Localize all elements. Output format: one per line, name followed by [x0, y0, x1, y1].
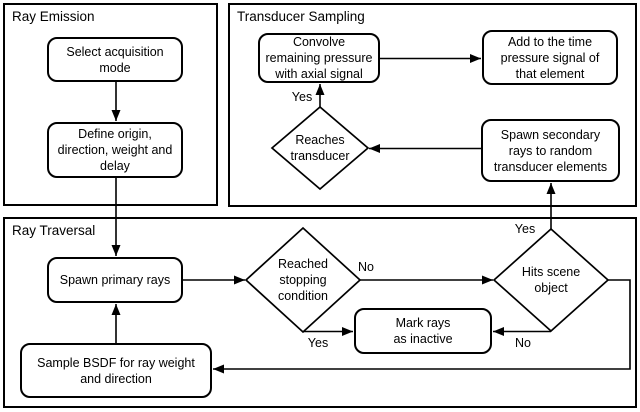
- edge-label-stopping-no: No: [358, 260, 374, 274]
- node-add-time-pressure-signal: Add to the time pressure signal of that …: [482, 30, 618, 85]
- decision-reaches-transducer-shape: [270, 105, 370, 191]
- decision-reaches-transducer-label: Reaches transducer: [290, 133, 350, 163]
- node-mark-rays-inactive: Mark rays as inactive: [354, 308, 492, 354]
- edge-label-hits-yes: Yes: [514, 222, 536, 236]
- edge-label-stopping-yes: Yes: [307, 336, 329, 350]
- panel-ray-traversal: Ray Traversal: [3, 217, 637, 408]
- node-spawn-secondary-rays: Spawn secondary rays to random transduce…: [481, 119, 620, 182]
- node-select-acquisition-mode: Select acquisition mode: [47, 37, 183, 82]
- panel-transducer-sampling-title: Transducer Sampling: [237, 9, 365, 24]
- decision-hits-scene-label: Hits scene object: [521, 265, 581, 295]
- panel-ray-traversal-title: Ray Traversal: [12, 223, 96, 238]
- decision-reached-stopping-label: Reached stopping condition: [277, 257, 329, 303]
- decision-reached-stopping-shape: [244, 226, 362, 334]
- panel-transducer-sampling: Transducer Sampling: [228, 3, 637, 207]
- panel-ray-emission-title: Ray Emission: [12, 9, 95, 24]
- node-define-origin: Define origin, direction, weight and del…: [47, 122, 183, 178]
- node-convolve-pressure: Convolve remaining pressure with axial s…: [258, 33, 380, 83]
- edge-hits-to-sample-bsdf: [213, 279, 631, 374]
- decision-hits-scene-shape: [492, 227, 610, 333]
- panel-ray-emission: Ray Emission: [3, 3, 218, 206]
- edge-label-hits-no: No: [515, 336, 531, 350]
- edge-label-reaches-yes: Yes: [291, 90, 313, 104]
- node-spawn-primary-rays: Spawn primary rays: [47, 257, 183, 303]
- node-sample-bsdf: Sample BSDF for ray weight and direction: [20, 343, 212, 398]
